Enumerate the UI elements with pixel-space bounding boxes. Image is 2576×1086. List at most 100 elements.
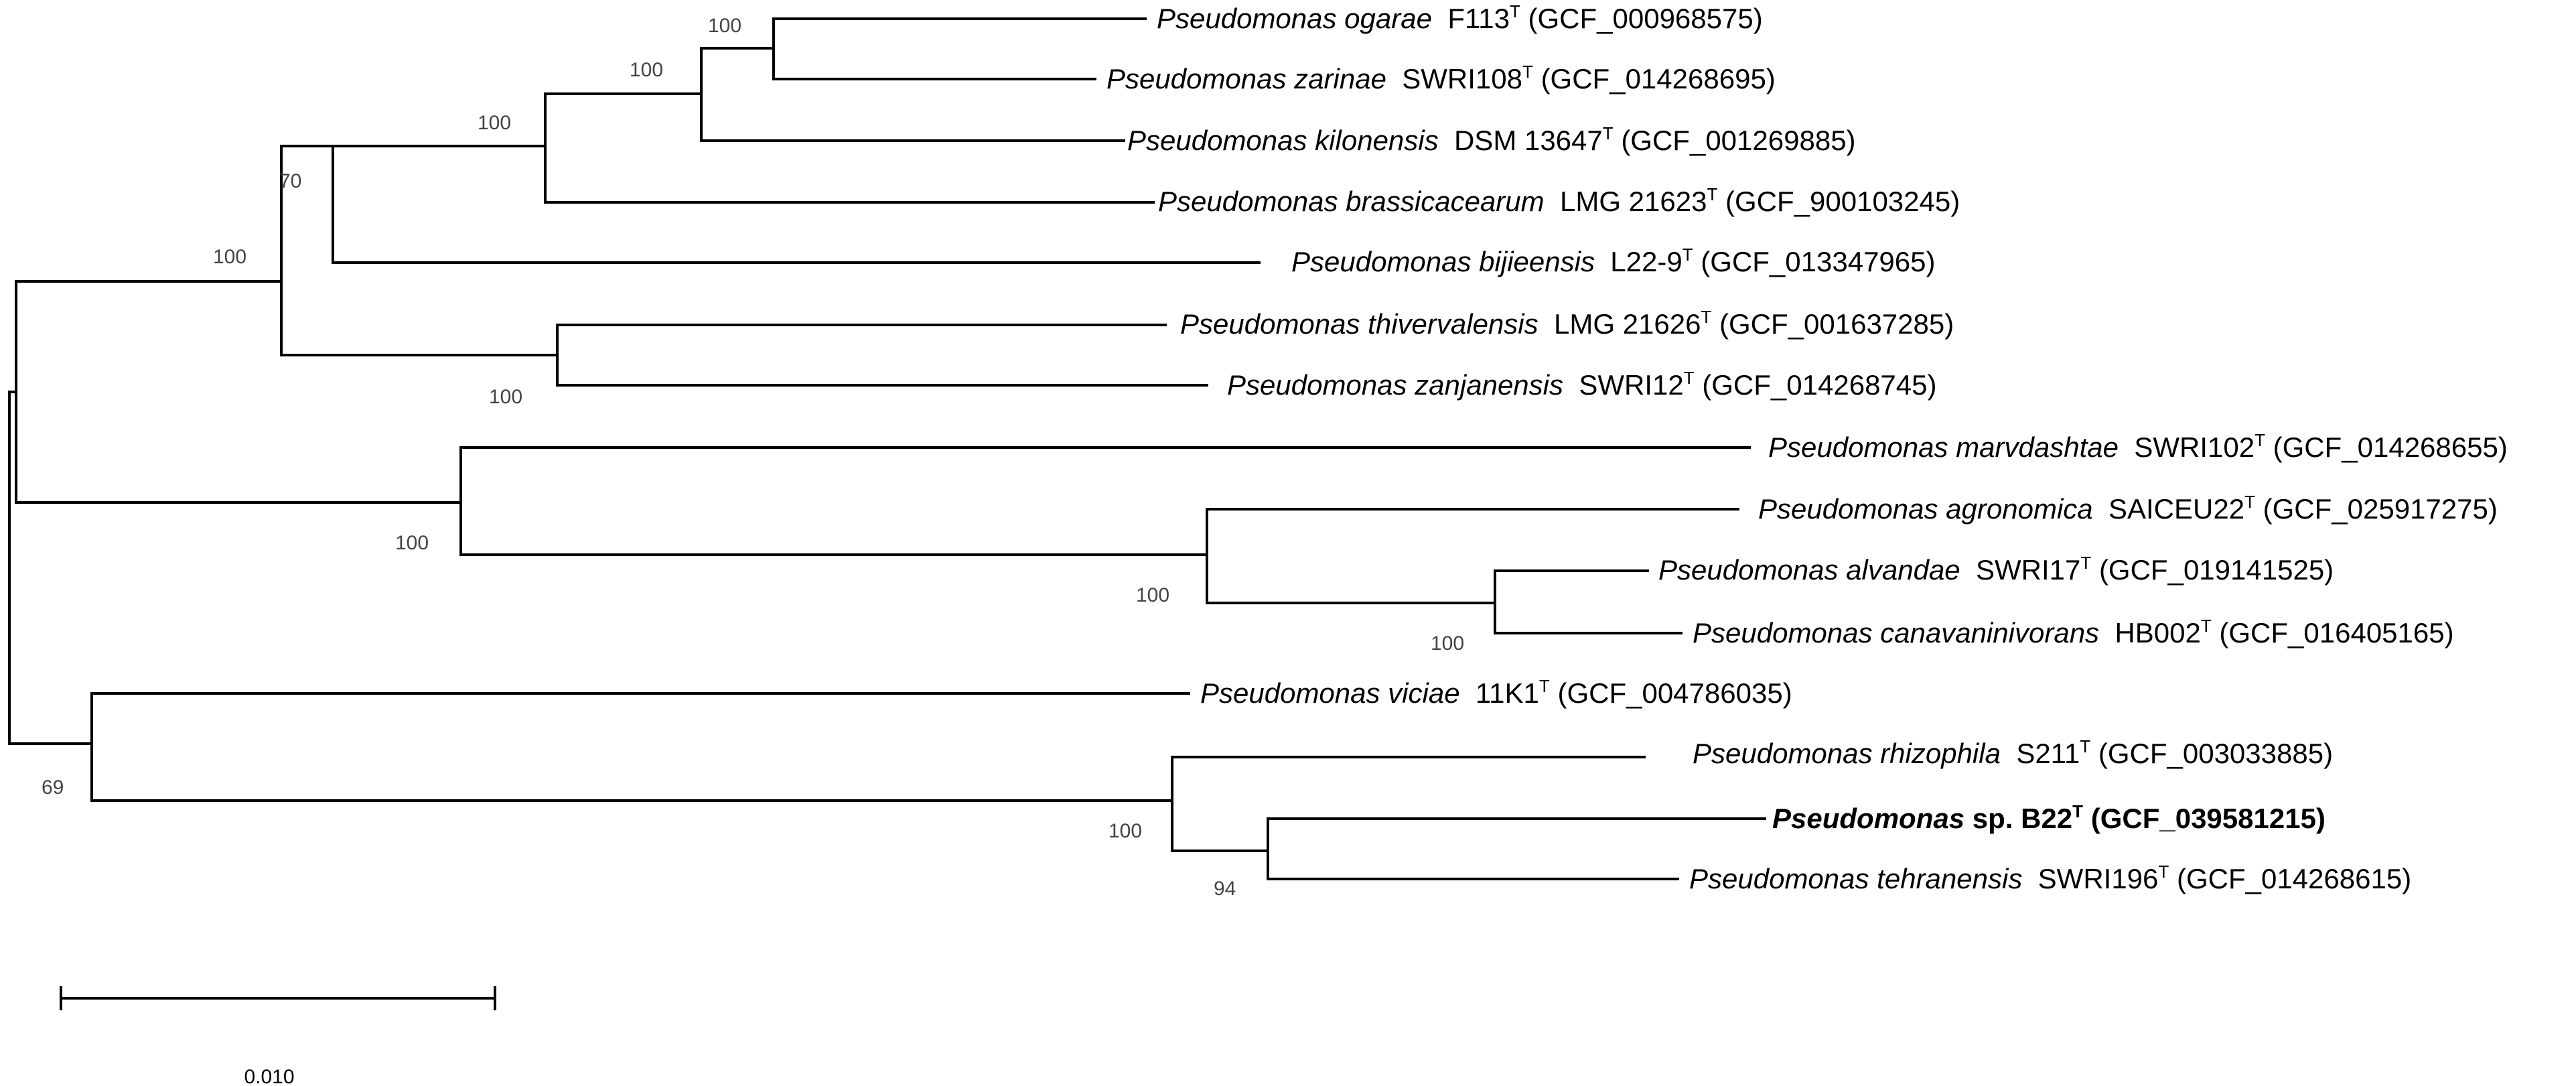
leaf-accession: (GCF_016405165) xyxy=(2212,617,2454,649)
leaf-accession: (GCF_014268695) xyxy=(1533,63,1776,94)
bootstrap-values: 100 100 100 70 100 100 100 100 100 69 10… xyxy=(42,15,1464,900)
leaf-label-kilonensis: Pseudomonas kilonensis DSM 13647T (GCF_0… xyxy=(1127,123,1856,156)
bootstrap-value: 94 xyxy=(1214,878,1236,900)
leaf-genus: Pseudomonas xyxy=(1693,617,1873,649)
leaf-accession: (GCF_000968575) xyxy=(1520,3,1763,34)
leaf-type-strain-mark: T xyxy=(1683,245,1693,265)
bootstrap-value: 100 xyxy=(630,59,663,81)
leaf-genus: Pseudomonas xyxy=(1106,63,1287,94)
leaf-epithet: tehranensis xyxy=(1869,863,2023,894)
leaf-genus: Pseudomonas xyxy=(1772,803,1964,834)
leaf-strain: SWRI12 xyxy=(1579,369,1683,401)
leaf-accession: (GCF_014268655) xyxy=(2265,431,2508,463)
leaf-accession: (GCF_003033885) xyxy=(2090,738,2333,769)
leaf-label-canavaninivorans: Pseudomonas canavaninivorans HB002T (GCF… xyxy=(1693,616,2454,649)
leaf-type-strain-mark: T xyxy=(2080,553,2091,573)
leaf-strain: LMG 21623 xyxy=(1560,186,1707,217)
leaf-type-strain-mark: T xyxy=(1510,1,1520,21)
leaf-accession: (GCF_004786035) xyxy=(1550,677,1792,709)
leaf-label-tehranensis: Pseudomonas tehranensis SWRI196T (GCF_01… xyxy=(1689,862,2411,894)
leaf-strain: L22-9 xyxy=(1610,246,1682,277)
leaf-epithet: bijieensis xyxy=(1472,246,1595,277)
leaf-genus: Pseudomonas xyxy=(1291,246,1472,277)
leaf-strain: SWRI17 xyxy=(1976,554,2080,586)
leaf-strain: S211 xyxy=(2016,738,2080,769)
leaf-strain: SWRI108 xyxy=(1402,63,1522,94)
leaf-type-strain-mark: T xyxy=(2201,616,2212,636)
leaf-strain: SWRI102 xyxy=(2134,431,2255,463)
scale-bar-line xyxy=(60,986,496,1010)
bootstrap-value: 100 xyxy=(1108,820,1142,842)
bootstrap-value: 100 xyxy=(213,246,246,268)
leaf-epithet: zanjanensis xyxy=(1407,369,1563,401)
leaf-accession: (GCF_014268615) xyxy=(2169,863,2411,894)
bootstrap-value: 69 xyxy=(42,776,64,799)
leaf-epithet: ogarae xyxy=(1337,3,1432,34)
leaf-type-strain-mark: T xyxy=(2244,492,2255,512)
leaf-strain: SAICEU22 xyxy=(2108,493,2244,525)
leaf-type-strain-mark: T xyxy=(1522,62,1533,82)
leaf-accession: (GCF_014268745) xyxy=(1695,369,1937,401)
leaf-genus: Pseudomonas xyxy=(1127,125,1307,156)
leaf-strain: 11K1 xyxy=(1476,677,1539,709)
leaf-label-agronomica: Pseudomonas agronomica SAICEU22T (GCF_02… xyxy=(1758,492,2498,525)
leaf-strain: F113 xyxy=(1447,3,1510,34)
leaf-genus: Pseudomonas xyxy=(1157,3,1337,34)
leaf-epithet: zarinae xyxy=(1287,63,1386,94)
leaf-label-zanjanensis: Pseudomonas zanjanensis SWRI12T (GCF_014… xyxy=(1227,368,1937,401)
bootstrap-value: 100 xyxy=(478,112,511,134)
leaf-epithet: thivervalensis xyxy=(1360,308,1539,340)
leaf-label-ogarae: Pseudomonas ogarae F113T (GCF_000968575) xyxy=(1157,1,1763,34)
scale-bar: 0.010 xyxy=(60,986,496,1086)
leaf-genus: Pseudomonas xyxy=(1689,863,1869,894)
bootstrap-value: 70 xyxy=(279,170,301,192)
leaf-genus: Pseudomonas xyxy=(1693,738,1873,769)
leaf-epithet: agronomica xyxy=(1938,493,2093,525)
leaf-epithet: brassicacearum xyxy=(1338,186,1545,217)
leaf-label-b22: Pseudomonas sp. B22T (GCF_039581215) xyxy=(1772,801,2325,834)
bootstrap-value: 100 xyxy=(489,386,522,408)
leaf-epithet: marvdashtae xyxy=(1948,431,2119,463)
leaf-type-strain-mark: T xyxy=(2072,801,2083,821)
bootstrap-value: 100 xyxy=(1431,632,1464,655)
leaf-type-strain-mark: T xyxy=(1701,307,1711,327)
leaf-strain: sp. B22 xyxy=(1973,803,2072,834)
scale-bar-label: 0.010 xyxy=(244,1066,294,1086)
bootstrap-value: 100 xyxy=(708,15,741,37)
leaf-genus: Pseudomonas xyxy=(1658,554,1839,586)
leaf-accession: (GCF_013347965) xyxy=(1693,246,1936,277)
leaf-type-strain-mark: T xyxy=(1603,123,1614,143)
leaf-labels: Pseudomonas ogarae F113T (GCF_000968575)… xyxy=(1106,1,2508,894)
leaf-strain: DSM 13647 xyxy=(1454,125,1603,156)
leaf-label-viciae: Pseudomonas viciae 11K1T (GCF_004786035) xyxy=(1200,676,1792,709)
leaf-epithet: kilonensis xyxy=(1307,125,1439,156)
leaf-accession: (GCF_039581215) xyxy=(2083,803,2325,834)
tree-branches xyxy=(8,17,1766,880)
leaf-genus: Pseudomonas xyxy=(1180,308,1360,340)
leaf-genus: Pseudomonas xyxy=(1200,677,1380,709)
leaf-label-zarinae: Pseudomonas zarinae SWRI108T (GCF_014268… xyxy=(1106,62,1776,94)
leaf-type-strain-mark: T xyxy=(1707,184,1717,204)
leaf-type-strain-mark: T xyxy=(1539,676,1550,696)
leaf-genus: Pseudomonas xyxy=(1768,431,1948,463)
leaf-accession: (GCF_001269885) xyxy=(1614,125,1856,156)
leaf-type-strain-mark: T xyxy=(1684,368,1695,388)
leaf-epithet: alvandae xyxy=(1839,554,1960,586)
leaf-accession: (GCF_019141525) xyxy=(2091,554,2334,586)
leaf-type-strain-mark: T xyxy=(2255,430,2265,450)
leaf-accession: (GCF_025917275) xyxy=(2255,493,2498,525)
leaf-genus: Pseudomonas xyxy=(1758,493,1938,525)
leaf-label-alvandae: Pseudomonas alvandae SWRI17T (GCF_019141… xyxy=(1658,553,2334,586)
leaf-label-bijieensis: Pseudomonas bijieensis L22-9T (GCF_01334… xyxy=(1291,245,1936,277)
leaf-accession: (GCF_001637285) xyxy=(1711,308,1954,340)
leaf-type-strain-mark: T xyxy=(2080,736,2090,756)
leaf-epithet: canavaninivorans xyxy=(1873,617,2100,649)
leaf-accession: (GCF_900103245) xyxy=(1717,186,1960,217)
leaf-label-brassicacearum: Pseudomonas brassicacearum LMG 21623T (G… xyxy=(1158,184,1960,217)
leaf-epithet: viciae xyxy=(1380,677,1460,709)
leaf-genus: Pseudomonas xyxy=(1227,369,1407,401)
leaf-strain: LMG 21626 xyxy=(1554,308,1701,340)
bootstrap-value: 100 xyxy=(1136,584,1169,606)
leaf-strain: SWRI196 xyxy=(2038,863,2159,894)
